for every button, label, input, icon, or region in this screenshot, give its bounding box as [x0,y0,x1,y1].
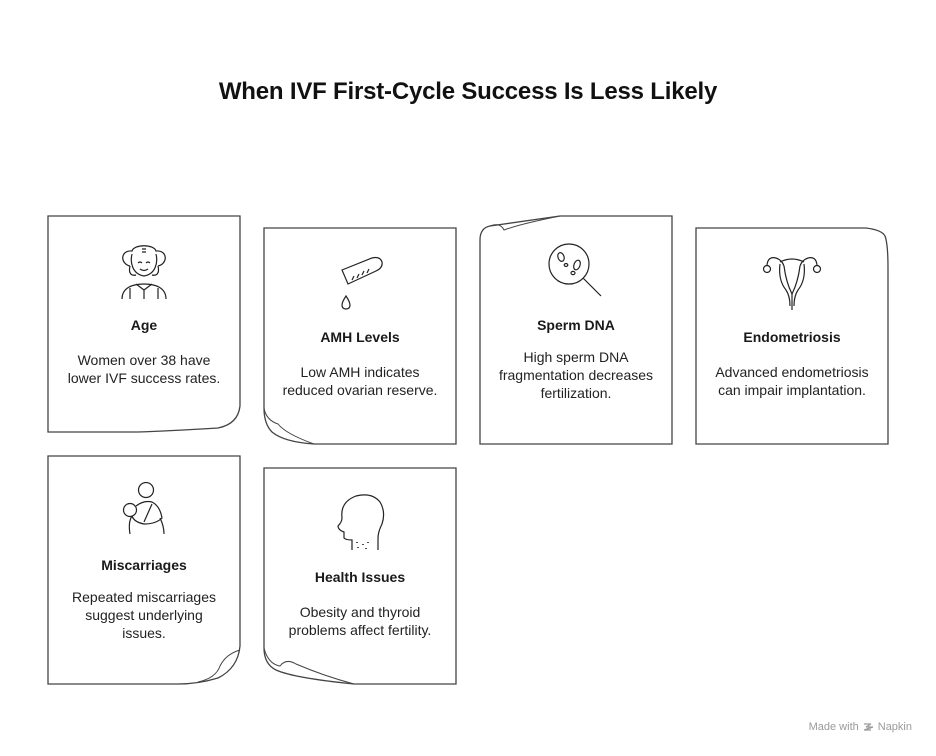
card-frame [263,227,457,445]
parent-child-icon [120,481,168,545]
card-heading: Sperm DNA [537,317,615,333]
elderly-woman-icon [114,242,174,305]
card-description: High sperm DNA fragmentation decreases f… [498,349,654,401]
card-age: Age Women over 38 have lower IVF success… [47,215,241,433]
magnifier-cells-icon [545,240,607,307]
card-description: Low AMH indicates reduced ovarian reserv… [282,364,438,398]
card-heading: Miscarriages [101,557,187,573]
card-frame [695,227,889,445]
card-heading: Endometriosis [743,329,841,345]
made-with-label: Made with [808,721,859,733]
card-miscarriages: Miscarriages Repeated miscarriages sugge… [47,455,241,685]
napkin-logo-icon [863,722,873,731]
card-health-issues: Health Issues Obesity and thyroid proble… [263,467,457,685]
card-description: Obesity and thyroid problems affect fert… [288,604,432,638]
card-description: Advanced endometriosis can impair implan… [715,364,869,398]
card-sperm-dna: Sperm DNA High sperm DNA fragmentation d… [479,215,673,445]
page-title: When IVF First-Cycle Success Is Less Lik… [218,78,718,105]
uterus-icon [762,254,822,315]
head-profile-icon [332,492,388,557]
card-endometriosis: Endometriosis Advanced endometriosis can… [695,227,889,445]
card-frame [47,455,241,685]
card-frame [47,215,241,433]
card-description: Repeated miscarriages suggest underlying… [72,589,216,641]
card-heading: Age [130,317,158,333]
card-amh-levels: AMH Levels Low AMH indicates reduced ova… [263,227,457,445]
card-frame [479,215,673,445]
test-tube-drop-icon [334,254,386,315]
napkin-watermark: Made with Napkin [809,721,912,733]
napkin-brand: Napkin [877,721,912,733]
card-heading: AMH Levels [320,329,400,345]
card-heading: Health Issues [314,569,406,585]
card-description: Women over 38 have lower IVF success rat… [67,352,221,386]
card-frame [263,467,457,685]
